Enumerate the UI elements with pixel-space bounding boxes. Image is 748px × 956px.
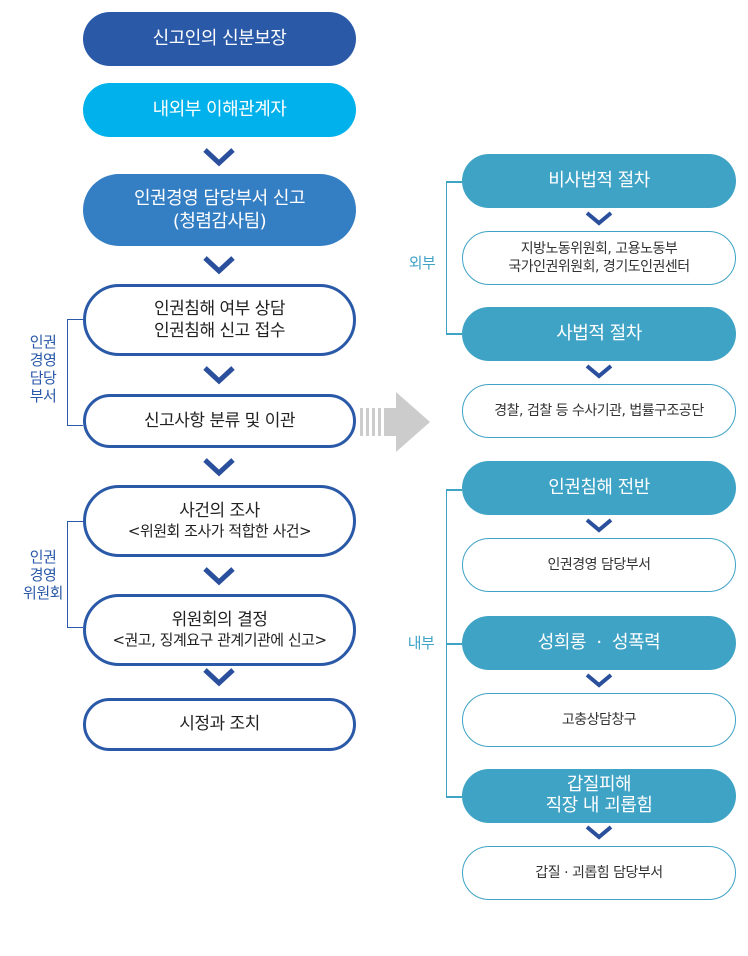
chevron-down-icon <box>202 566 236 586</box>
step-subtitle: <위원회 조사가 적합한 사건> <box>127 522 312 541</box>
chevron-down-icon <box>582 516 616 536</box>
external-bracket-bottom <box>446 333 462 335</box>
category-title: 갑질피해 직장 내 괴롭힘 <box>545 774 653 816</box>
step-title: 사건의 조사 <box>179 501 260 522</box>
step-label: 인권침해 여부 상담 인권침해 신고 접수 <box>154 298 285 341</box>
sexual-harassment-handler: 고충상담창구 <box>462 693 736 747</box>
external-bracket-top <box>446 181 462 183</box>
nonjudicial-procedure: 비사법적 절차 <box>462 154 736 208</box>
sexual-harassment: 성희롱 · 성폭력 <box>462 616 736 670</box>
step-label: 신고사항 분류 및 이관 <box>144 410 295 431</box>
judicial-procedure: 사법적 절차 <box>462 307 736 361</box>
step-label: 인권경영 담당부서 신고 (청렴감사팀) <box>133 187 306 232</box>
workplace-bullying: 갑질피해 직장 내 괴롭힘 <box>462 769 736 823</box>
internal-label: 내부 <box>407 634 435 652</box>
external-bracket <box>446 181 447 334</box>
general-handler: 인권경영 담당부서 <box>462 538 736 592</box>
chevron-down-icon <box>582 209 616 229</box>
step-corrective-action: 시정과 조치 <box>83 698 356 751</box>
step-subtitle: <권고, 징계요구 관계기관에 신고> <box>112 631 327 650</box>
chevron-down-icon <box>582 671 616 691</box>
handler-text: 인권경영 담당부서 <box>547 556 652 573</box>
step-label: 신고인의 신분보장 <box>152 28 287 50</box>
step-classify-transfer: 신고사항 분류 및 이관 <box>83 394 356 448</box>
judicial-bodies: 경찰, 검찰 등 수사기관, 법률구조공단 <box>462 384 736 438</box>
step-title: 위원회의 결정 <box>171 610 268 631</box>
external-label: 외부 <box>408 254 436 272</box>
procedure-title: 비사법적 절차 <box>548 170 650 192</box>
internal-bracket-top <box>446 489 462 491</box>
chevron-down-icon <box>202 365 236 385</box>
dept-group-label: 인권 경영 담당 부서 <box>29 333 57 405</box>
step-consultation-intake: 인권침해 여부 상담 인권침해 신고 접수 <box>83 284 356 356</box>
step-committee-decision: 위원회의 결정 <권고, 징계요구 관계기관에 신고> <box>83 594 356 666</box>
nonjudicial-bodies: 지방노동위원회, 고용노동부 국가인권위원회, 경기도인권센터 <box>462 231 736 285</box>
dept-bracket <box>67 319 83 426</box>
category-title: 인권침해 전반 <box>548 477 650 499</box>
workplace-bullying-handler: 갑질 · 괴롭힘 담당부서 <box>462 846 736 900</box>
internal-bracket-mid <box>446 643 462 645</box>
chevron-down-icon <box>202 457 236 477</box>
category-title: 성희롱 · 성폭력 <box>537 632 661 654</box>
handler-text: 갑질 · 괴롭힘 담당부서 <box>535 864 663 881</box>
step-reporter-protection: 신고인의 신분보장 <box>83 12 356 66</box>
step-stakeholders: 내외부 이해관계자 <box>83 83 356 137</box>
bodies-text: 지방노동위원회, 고용노동부 국가인권위원회, 경기도인권센터 <box>508 240 690 275</box>
step-label: 내외부 이해관계자 <box>152 99 287 121</box>
committee-bracket <box>67 521 83 628</box>
handler-text: 고충상담창구 <box>561 711 637 728</box>
committee-group-label: 인권 경영 위원회 <box>23 548 63 602</box>
chevron-down-icon <box>582 823 616 843</box>
chevron-down-icon <box>582 362 616 382</box>
step-report-to-dept: 인권경영 담당부서 신고 (청렴감사팀) <box>83 174 356 246</box>
chevron-down-icon <box>202 147 236 167</box>
step-label: 시정과 조치 <box>179 714 260 735</box>
chevron-down-icon <box>202 667 236 687</box>
step-investigation: 사건의 조사 <위원회 조사가 적합한 사건> <box>83 485 356 557</box>
bodies-text: 경찰, 검찰 등 수사기관, 법률구조공단 <box>494 402 704 419</box>
internal-bracket-bottom <box>446 796 462 798</box>
procedure-title: 사법적 절차 <box>556 323 642 345</box>
chevron-down-icon <box>202 255 236 275</box>
general-violation: 인권침해 전반 <box>462 461 736 515</box>
arrow-right-icon <box>358 392 434 456</box>
